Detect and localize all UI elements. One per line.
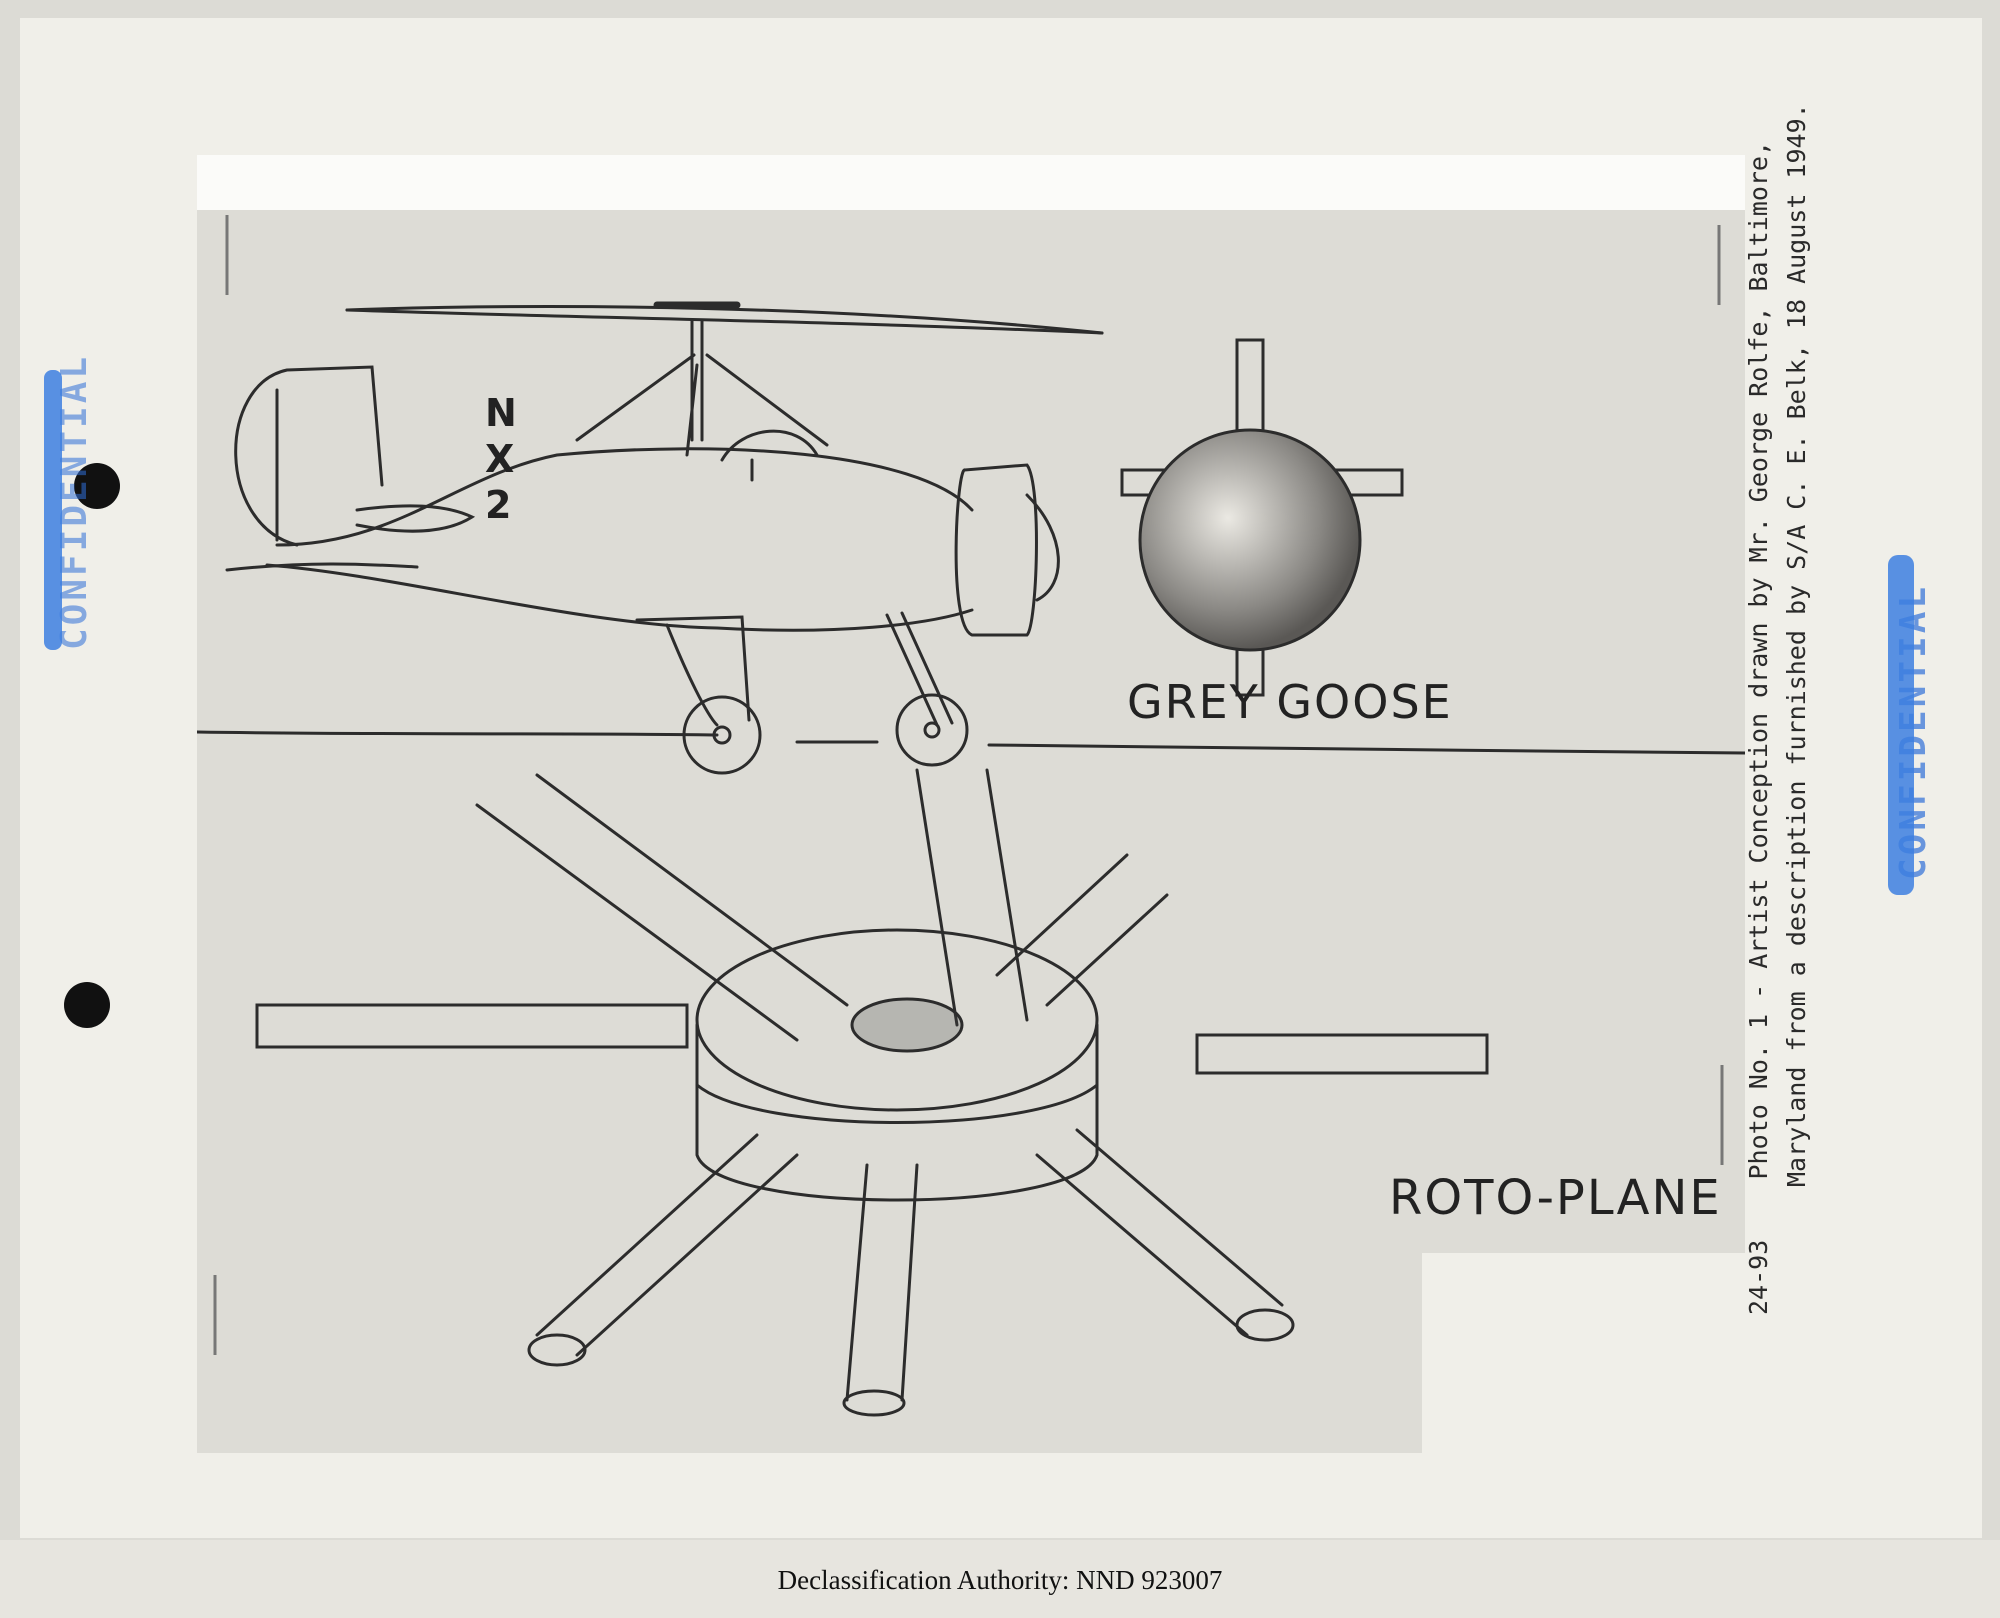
caption-number: 24-93 xyxy=(1744,1239,1773,1315)
caption-line-2: Maryland from a description furnished by… xyxy=(1782,103,1811,1187)
caption-line-1: 24-93 Photo No. 1 - Artist Conception dr… xyxy=(1740,95,1778,1315)
punch-hole-bottom xyxy=(64,982,110,1028)
tail-registration: NX2 xyxy=(485,391,519,527)
blue-pencil-mark-right xyxy=(1888,555,1914,895)
caption-line1-text: Photo No. 1 - Artist Conception drawn by… xyxy=(1744,140,1773,1180)
pencil-sketch xyxy=(197,155,1745,1453)
declassification-footer: Declassification Authority: NND 923007 xyxy=(777,1565,1223,1595)
sketch-photograph: GREY GOOSE ROTO-PLANE NX2 xyxy=(197,155,1745,1453)
grey-goose-label: GREY GOOSE xyxy=(1127,675,1453,729)
roto-plane-label: ROTO-PLANE xyxy=(1389,1170,1722,1226)
blue-pencil-mark-left xyxy=(44,370,62,650)
punch-hole-top xyxy=(74,463,120,509)
photo-caption: 24-93 Photo No. 1 - Artist Conception dr… xyxy=(1740,95,1816,1315)
